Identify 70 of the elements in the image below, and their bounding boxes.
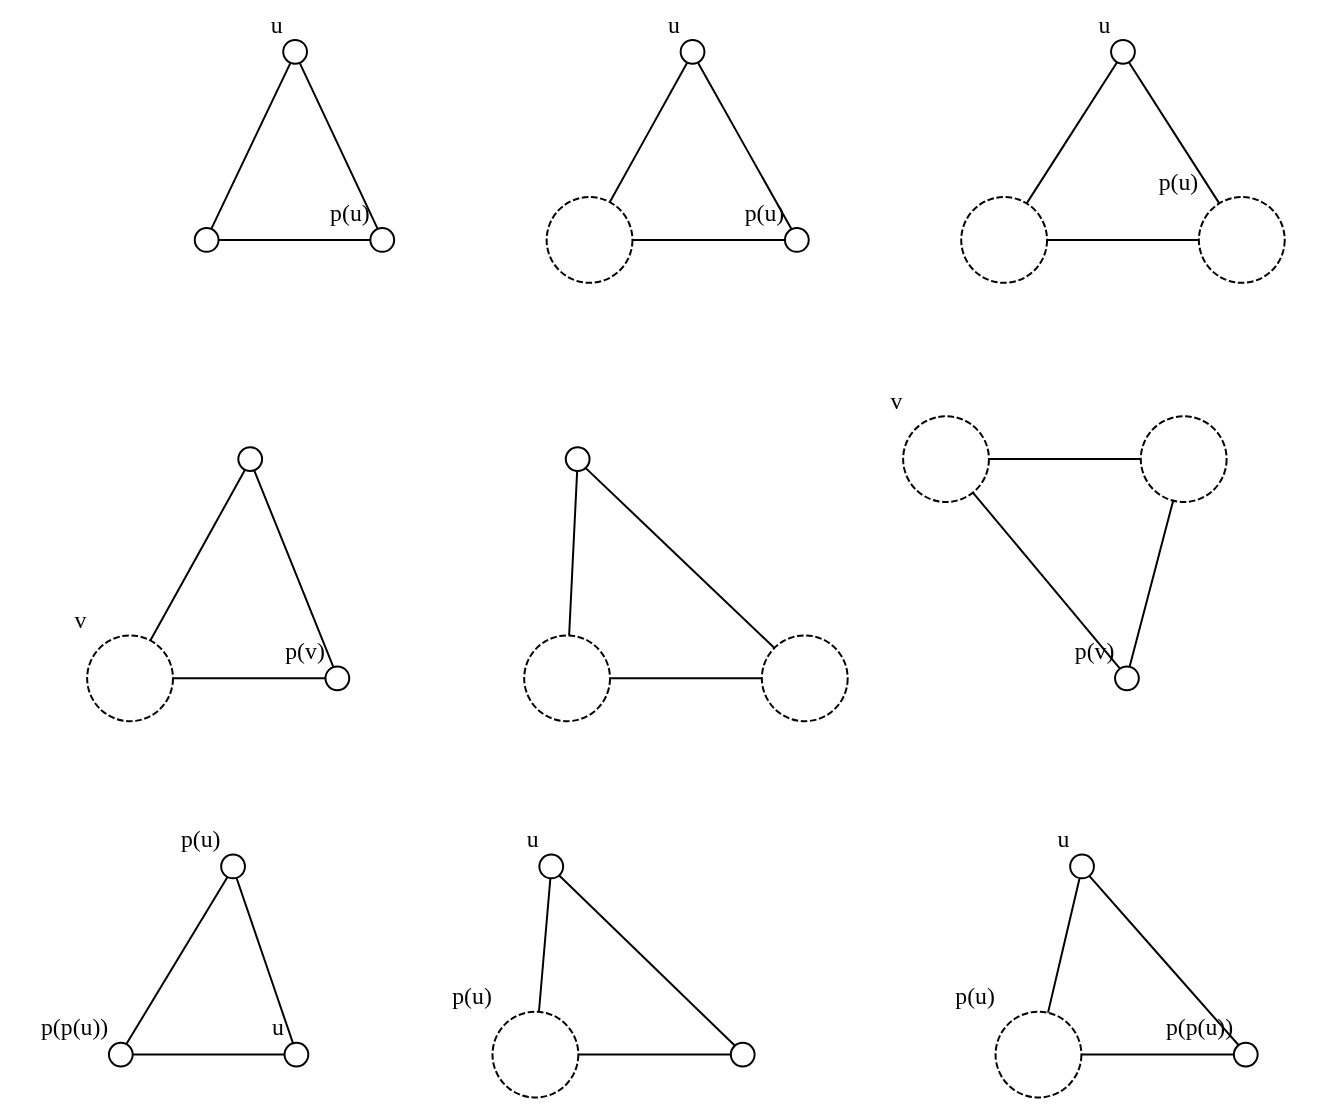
connector: [631, 238, 786, 241]
connector: [577, 1053, 732, 1056]
node-label: p(u): [955, 983, 995, 1010]
node-circle: [545, 196, 634, 284]
connector: [172, 677, 327, 680]
node-label: u: [270, 11, 283, 38]
node-label: u: [272, 1014, 284, 1041]
node-label: p(p(u)): [40, 1014, 109, 1041]
node-label: v: [890, 387, 903, 414]
connector: [558, 874, 736, 1047]
node-label: p(u): [744, 199, 785, 226]
node-circle: [564, 446, 591, 472]
connector: [125, 876, 229, 1046]
node-circle: [902, 415, 990, 503]
node-circle: [324, 665, 351, 692]
connector: [584, 467, 776, 649]
node-label: u: [668, 11, 680, 38]
connector: [1046, 238, 1200, 241]
connector: [1128, 61, 1221, 205]
node-circle: [783, 227, 810, 253]
connector: [217, 238, 372, 241]
connector: [1080, 1053, 1235, 1056]
node-label: p(u): [180, 826, 221, 853]
node-label: u: [526, 826, 539, 853]
connector: [696, 61, 793, 230]
connector: [131, 1053, 286, 1056]
connector: [537, 877, 552, 1013]
node-label: p(u): [330, 199, 370, 226]
node-circle: [994, 1010, 1083, 1099]
node-circle: [1139, 415, 1228, 503]
node-circle: [960, 196, 1049, 284]
node-circle: [283, 1041, 310, 1068]
connector: [608, 61, 689, 203]
connector: [298, 62, 379, 230]
node-label: v: [74, 606, 87, 633]
connector: [609, 677, 763, 680]
node-label: u: [1098, 11, 1111, 38]
node-circle: [1197, 196, 1286, 284]
node-circle: [491, 1010, 580, 1099]
connector: [972, 491, 1121, 670]
connector: [149, 469, 246, 642]
node-circle: [237, 446, 264, 472]
node-circle: [1114, 665, 1140, 692]
node-label: p(u): [1158, 168, 1199, 195]
node-circle: [760, 634, 849, 723]
node-circle: [1069, 853, 1095, 880]
node-label: u: [1057, 826, 1070, 853]
node-circle: [107, 1041, 134, 1068]
node-label: p(u): [452, 983, 492, 1010]
node-circle: [193, 227, 220, 253]
node-circle: [729, 1041, 756, 1068]
connector: [1088, 875, 1240, 1046]
node-circle: [1232, 1041, 1259, 1068]
connector: [568, 470, 579, 637]
connector: [988, 458, 1142, 461]
node-circle: [282, 38, 308, 65]
connector: [253, 469, 335, 668]
connector: [210, 62, 292, 230]
node-circle: [538, 853, 565, 880]
node-circle: [523, 634, 611, 723]
connector: [235, 877, 294, 1044]
connector: [1025, 61, 1118, 205]
connector: [1047, 877, 1081, 1014]
connector: [1128, 500, 1174, 668]
node-circle: [369, 227, 396, 253]
node-label: p(v): [285, 638, 325, 665]
node-circle: [220, 853, 246, 880]
node-circle: [679, 38, 706, 65]
node-circle: [1110, 38, 1136, 65]
node-circle: [86, 634, 174, 723]
